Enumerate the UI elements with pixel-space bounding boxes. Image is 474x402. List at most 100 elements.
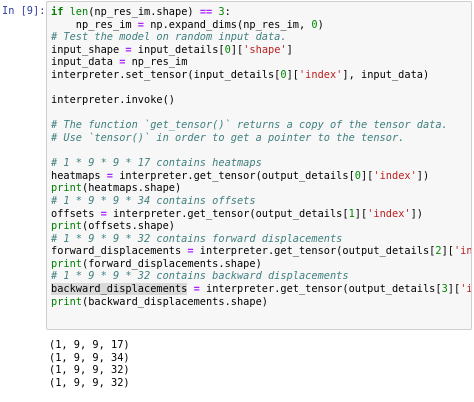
- code-token-str: 'index': [373, 169, 417, 182]
- code-token-num: 0: [354, 169, 361, 182]
- code-token-num: 0: [280, 68, 287, 81]
- code-token: np_res_im: [125, 56, 188, 69]
- code-token-builtin: print: [51, 295, 82, 308]
- code-token: interpreter.get_tensor(output_details[: [113, 169, 355, 182]
- code-line[interactable]: [51, 82, 471, 95]
- input-prompt: In [9]:: [2, 5, 46, 17]
- code-line[interactable]: [51, 145, 471, 158]
- code-token-str: 'index': [453, 245, 472, 258]
- code-token-str: 'shape': [243, 43, 287, 56]
- code-token: ][: [360, 169, 374, 182]
- code-token: np_res_im: [51, 18, 138, 31]
- code-content[interactable]: if len(np_res_im.shape) == 3: np_res_im …: [47, 2, 471, 308]
- code-token: offsets: [51, 207, 101, 220]
- code-line[interactable]: offsets = interpreter.get_tensor(output_…: [51, 208, 471, 221]
- code-token: (forward_displacements.shape): [82, 257, 262, 270]
- code-token-builtin: print: [51, 257, 82, 270]
- code-token-op: =: [100, 207, 107, 220]
- code-token-str: 'index': [367, 207, 411, 220]
- code-token-op: =: [187, 245, 194, 258]
- code-token: interpreter.invoke(): [51, 94, 175, 107]
- code-token: ][: [230, 43, 244, 56]
- code-token: (backward_displacements.shape): [82, 295, 268, 308]
- code-line[interactable]: # The function `get_tensor()` returns a …: [51, 119, 471, 132]
- code-token-comment: # 1 * 9 * 9 * 32 contains forward displa…: [51, 232, 343, 245]
- code-token-str: 'index': [298, 68, 343, 81]
- code-token-builtin: len: [69, 6, 89, 18]
- code-token-builtin: print: [51, 182, 82, 195]
- code-token-comment: # Use `tensor()` in order to get a point…: [51, 131, 405, 144]
- code-token-op: =: [106, 169, 113, 182]
- code-line[interactable]: # Use `tensor()` in order to get a point…: [51, 132, 471, 145]
- code-line[interactable]: print(forward_displacements.shape): [51, 258, 471, 271]
- code-line[interactable]: # 1 * 9 * 9 * 34 contains offsets: [51, 195, 471, 208]
- code-token: ][: [441, 245, 454, 258]
- code-line[interactable]: print(backward_displacements.shape): [51, 296, 471, 309]
- code-token-num: 3: [441, 283, 448, 296]
- code-token: (offsets.shape): [82, 220, 175, 233]
- code-line[interactable]: # 1 * 9 * 9 * 17 contains heatmaps: [51, 157, 471, 170]
- code-token: interpreter.get_tensor(output_details[: [199, 283, 442, 296]
- code-line[interactable]: np_res_im = np.expand_dims(np_res_im, 0): [51, 19, 471, 32]
- output-line: (1, 9, 9, 17): [49, 339, 130, 351]
- code-token-comment: # 1 * 9 * 9 * 34 contains offsets: [51, 194, 256, 207]
- code-token: ]: [286, 43, 293, 56]
- code-token: forward_displacements: [51, 245, 188, 258]
- code-token-comment: # The function `get_tensor()` returns a …: [51, 119, 448, 132]
- code-line[interactable]: # 1 * 9 * 9 * 32 contains forward displa…: [51, 233, 471, 246]
- code-token: np.expand_dims(np_res_im,: [144, 18, 312, 31]
- output-line: (1, 9, 9, 34): [49, 351, 130, 364]
- code-line[interactable]: [51, 107, 471, 120]
- code-token: input_details[: [131, 43, 225, 56]
- code-line[interactable]: print(offsets.shape): [51, 220, 471, 233]
- code-token-num: 0: [311, 18, 318, 31]
- code-token: :: [224, 6, 231, 18]
- code-token: ][: [286, 68, 299, 81]
- code-editor[interactable]: if len(np_res_im.shape) == 3: np_res_im …: [46, 1, 472, 330]
- code-token-num: 0: [224, 43, 231, 56]
- code-line[interactable]: interpreter.invoke(): [51, 94, 471, 107]
- code-token-num: 3: [218, 6, 225, 18]
- code-token: interpreter.set_tensor(input_details[: [51, 68, 281, 81]
- code-token: input_data: [51, 56, 120, 69]
- code-line[interactable]: # Test the model on random input data.: [51, 31, 471, 44]
- code-token: input_shape: [51, 43, 126, 56]
- code-token-comment: # Test the model on random input data.: [51, 31, 287, 44]
- code-token: interpreter.get_tensor(output_details[: [106, 207, 349, 220]
- code-token-op: ==: [199, 6, 213, 18]
- code-token: heatmaps: [51, 169, 107, 182]
- code-token: (heatmaps.shape): [82, 182, 182, 195]
- code-token: ): [317, 18, 324, 31]
- code-token-str: 'index': [460, 283, 472, 296]
- code-token-num: 2: [435, 245, 442, 258]
- code-line[interactable]: input_shape = input_details[0]['shape']: [51, 44, 471, 57]
- code-token-op: =: [193, 283, 200, 296]
- code-token: ][: [354, 207, 368, 220]
- code-token-builtin: print: [51, 220, 82, 233]
- code-token: (np_res_im.shape): [88, 6, 200, 18]
- code-line[interactable]: print(heatmaps.shape): [51, 182, 471, 195]
- code-token: ], input_data): [342, 68, 430, 81]
- output-line: (1, 9, 9, 32): [49, 364, 130, 377]
- code-token-op: =: [125, 43, 132, 56]
- code-token: ]): [416, 169, 430, 182]
- code-line[interactable]: forward_displacements = interpreter.get_…: [51, 245, 471, 258]
- code-line[interactable]: heatmaps = interpreter.get_tensor(output…: [51, 170, 471, 183]
- code-line[interactable]: # 1 * 9 * 9 * 32 contains backward displ…: [51, 270, 471, 283]
- output-line: (1, 9, 9, 32): [49, 376, 130, 389]
- code-line[interactable]: backward_displacements = interpreter.get…: [51, 283, 471, 296]
- code-line[interactable]: if len(np_res_im.shape) == 3:: [51, 6, 471, 19]
- code-line[interactable]: input_data = np_res_im: [51, 56, 471, 69]
- code-token: ]): [410, 207, 424, 220]
- code-token-num: 1: [348, 207, 355, 220]
- cell-output: (1, 9, 9, 17)(1, 9, 9, 34)(1, 9, 9, 32)(…: [49, 339, 130, 389]
- code-token: interpreter.get_tensor(output_details[: [193, 245, 436, 258]
- code-token-op: =: [137, 18, 144, 31]
- code-token: ][: [447, 283, 461, 296]
- code-token-cursor: backward_displacements: [51, 283, 188, 296]
- code-token-comment: # 1 * 9 * 9 * 32 contains backward displ…: [51, 270, 349, 283]
- code-token-kw: if: [51, 6, 64, 18]
- code-line[interactable]: interpreter.set_tensor(input_details[0][…: [51, 69, 471, 82]
- code-token-comment: # 1 * 9 * 9 * 17 contains heatmaps: [51, 157, 262, 170]
- code-token-op: =: [119, 56, 126, 69]
